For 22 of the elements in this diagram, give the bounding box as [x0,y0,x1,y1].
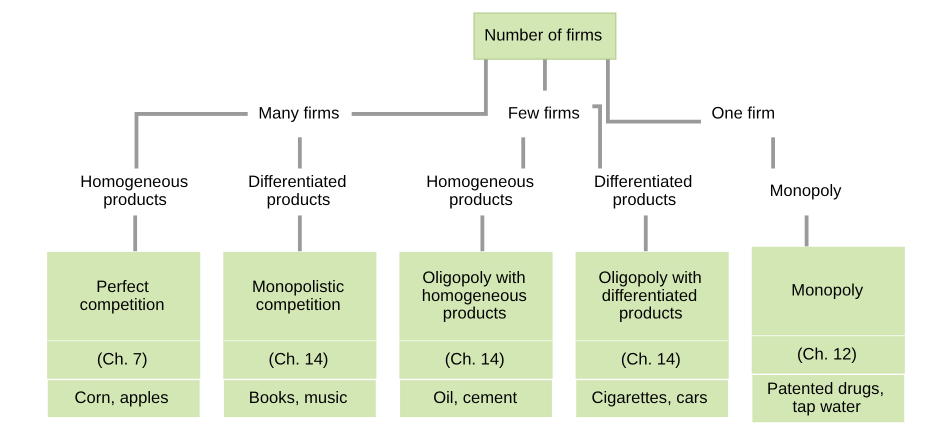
connector [520,137,525,168]
connector [134,112,248,168]
node-text: One firm [711,103,775,122]
node-text: Homogeneous products [80,172,188,210]
connector [132,215,137,252]
node-text: Differentiated products [594,172,692,210]
connector [592,104,602,168]
node-text: Homogeneous products [426,172,534,210]
node-text: Differentiated products [248,172,346,210]
node-box: Number of firms [472,12,616,60]
connector [351,59,488,116]
connector [297,215,302,252]
connector [297,137,302,168]
node-text: Few firms [507,103,580,122]
connector [605,59,700,124]
connector [770,137,775,168]
node-text: Monopoly [769,181,841,200]
connector [804,215,808,246]
node-text: Many firms [258,103,339,122]
connector [480,215,484,252]
connector [542,59,546,91]
connector [643,215,648,252]
